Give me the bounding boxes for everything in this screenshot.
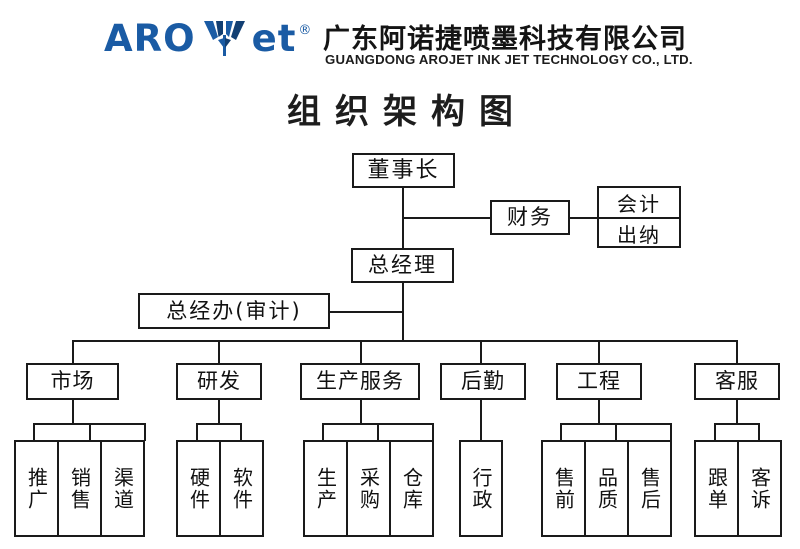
node-general-manager: 总经理	[351, 248, 454, 283]
group-production-subs: 生产 采购 仓库	[303, 440, 434, 537]
group-logistics-subs: 行政	[459, 440, 503, 537]
connector-finance-to-accounting	[570, 217, 598, 219]
connector-gm-stem	[402, 283, 404, 341]
company-name-chinese: 广东阿诺捷喷墨科技有限公司	[323, 24, 687, 55]
node-hardware: 硬件	[186, 466, 211, 511]
node-department-rd: 研发	[176, 363, 262, 400]
registered-trademark-icon: ®	[298, 22, 312, 38]
jet-ink-drop-icon	[203, 21, 245, 56]
node-finance-sub-group: 会计 出纳	[597, 186, 681, 248]
page-header: ARO et ® 广东阿诺捷喷墨科技有限公司 GUANGDONG AROJET …	[0, 0, 800, 78]
node-aftersales: 售后	[627, 442, 670, 535]
group-rd-subs: 硬件 软件	[176, 440, 264, 537]
connector-service-subbus	[714, 423, 760, 425]
group-marketing-subs: 推广 销售 渠道	[14, 440, 145, 537]
connector-gm-to-gm-office	[330, 311, 403, 313]
page-title: 组织架构图	[287, 92, 527, 132]
node-chairman: 董事长	[352, 153, 455, 188]
connector-drop-service	[736, 340, 738, 364]
node-purchasing: 采购	[346, 442, 389, 535]
logo-text-aro: ARO	[104, 16, 196, 60]
node-cashier: 出纳	[599, 217, 679, 248]
connector-chairman-to-gm	[402, 217, 404, 248]
connector-production-sub-2	[432, 423, 434, 441]
logo-text-et: et	[251, 16, 297, 60]
node-accounting: 会计	[617, 192, 661, 216]
node-presales: 售前	[551, 466, 576, 511]
company-logo: ARO et ®	[104, 16, 311, 60]
node-sales: 销售	[57, 442, 100, 535]
connector-department-bus	[72, 340, 738, 342]
connector-production-stem	[360, 400, 362, 424]
connector-marketing-sub-1	[89, 423, 91, 441]
connector-rd-sub-0	[196, 423, 198, 441]
node-finance: 财务	[490, 200, 570, 235]
node-administration: 行政	[469, 466, 493, 511]
node-software: 软件	[219, 442, 262, 535]
node-quality: 品质	[584, 442, 627, 535]
node-order-followup: 跟单	[704, 466, 729, 511]
connector-marketing-stem	[72, 400, 74, 424]
node-department-customer-service: 客服	[694, 363, 780, 400]
company-name-english: GUANGDONG AROJET INK JET TECHNOLOGY CO.,…	[325, 52, 693, 67]
connector-drop-production	[360, 340, 362, 364]
connector-drop-logistics	[480, 340, 482, 364]
connector-service-sub-0	[714, 423, 716, 441]
node-department-marketing: 市场	[26, 363, 119, 400]
connector-engineering-sub-1	[615, 423, 617, 441]
connector-chairman-stem	[402, 188, 404, 218]
connector-rd-subbus	[196, 423, 242, 425]
connector-production-sub-1	[377, 423, 379, 441]
node-warehouse: 仓库	[389, 442, 432, 535]
connector-rd-stem	[218, 400, 220, 424]
connector-marketing-sub-2	[144, 423, 146, 441]
node-department-production-service: 生产服务	[300, 363, 420, 400]
node-complaints: 客诉	[737, 442, 780, 535]
connector-engineering-stem	[598, 400, 600, 424]
connector-chairman-to-finance	[402, 217, 491, 219]
connector-marketing-sub-0	[33, 423, 35, 441]
connector-engineering-sub-0	[560, 423, 562, 441]
connector-drop-rd	[218, 340, 220, 364]
node-production: 生产	[313, 466, 338, 511]
group-service-subs: 跟单 客诉	[694, 440, 782, 537]
connector-service-sub-1	[758, 423, 760, 441]
connector-rd-sub-1	[240, 423, 242, 441]
connector-engineering-sub-2	[670, 423, 672, 441]
node-gm-office: 总经办(审计)	[138, 293, 330, 329]
connector-drop-marketing	[72, 340, 74, 364]
connector-logistics-stem	[480, 400, 482, 441]
node-channel: 渠道	[100, 442, 143, 535]
connector-service-stem	[736, 400, 738, 424]
node-promotion: 推广	[24, 466, 49, 511]
connector-drop-engineering	[598, 340, 600, 364]
node-department-engineering: 工程	[556, 363, 642, 400]
connector-production-sub-0	[322, 423, 324, 441]
node-department-logistics: 后勤	[440, 363, 526, 400]
group-engineering-subs: 售前 品质 售后	[541, 440, 672, 537]
